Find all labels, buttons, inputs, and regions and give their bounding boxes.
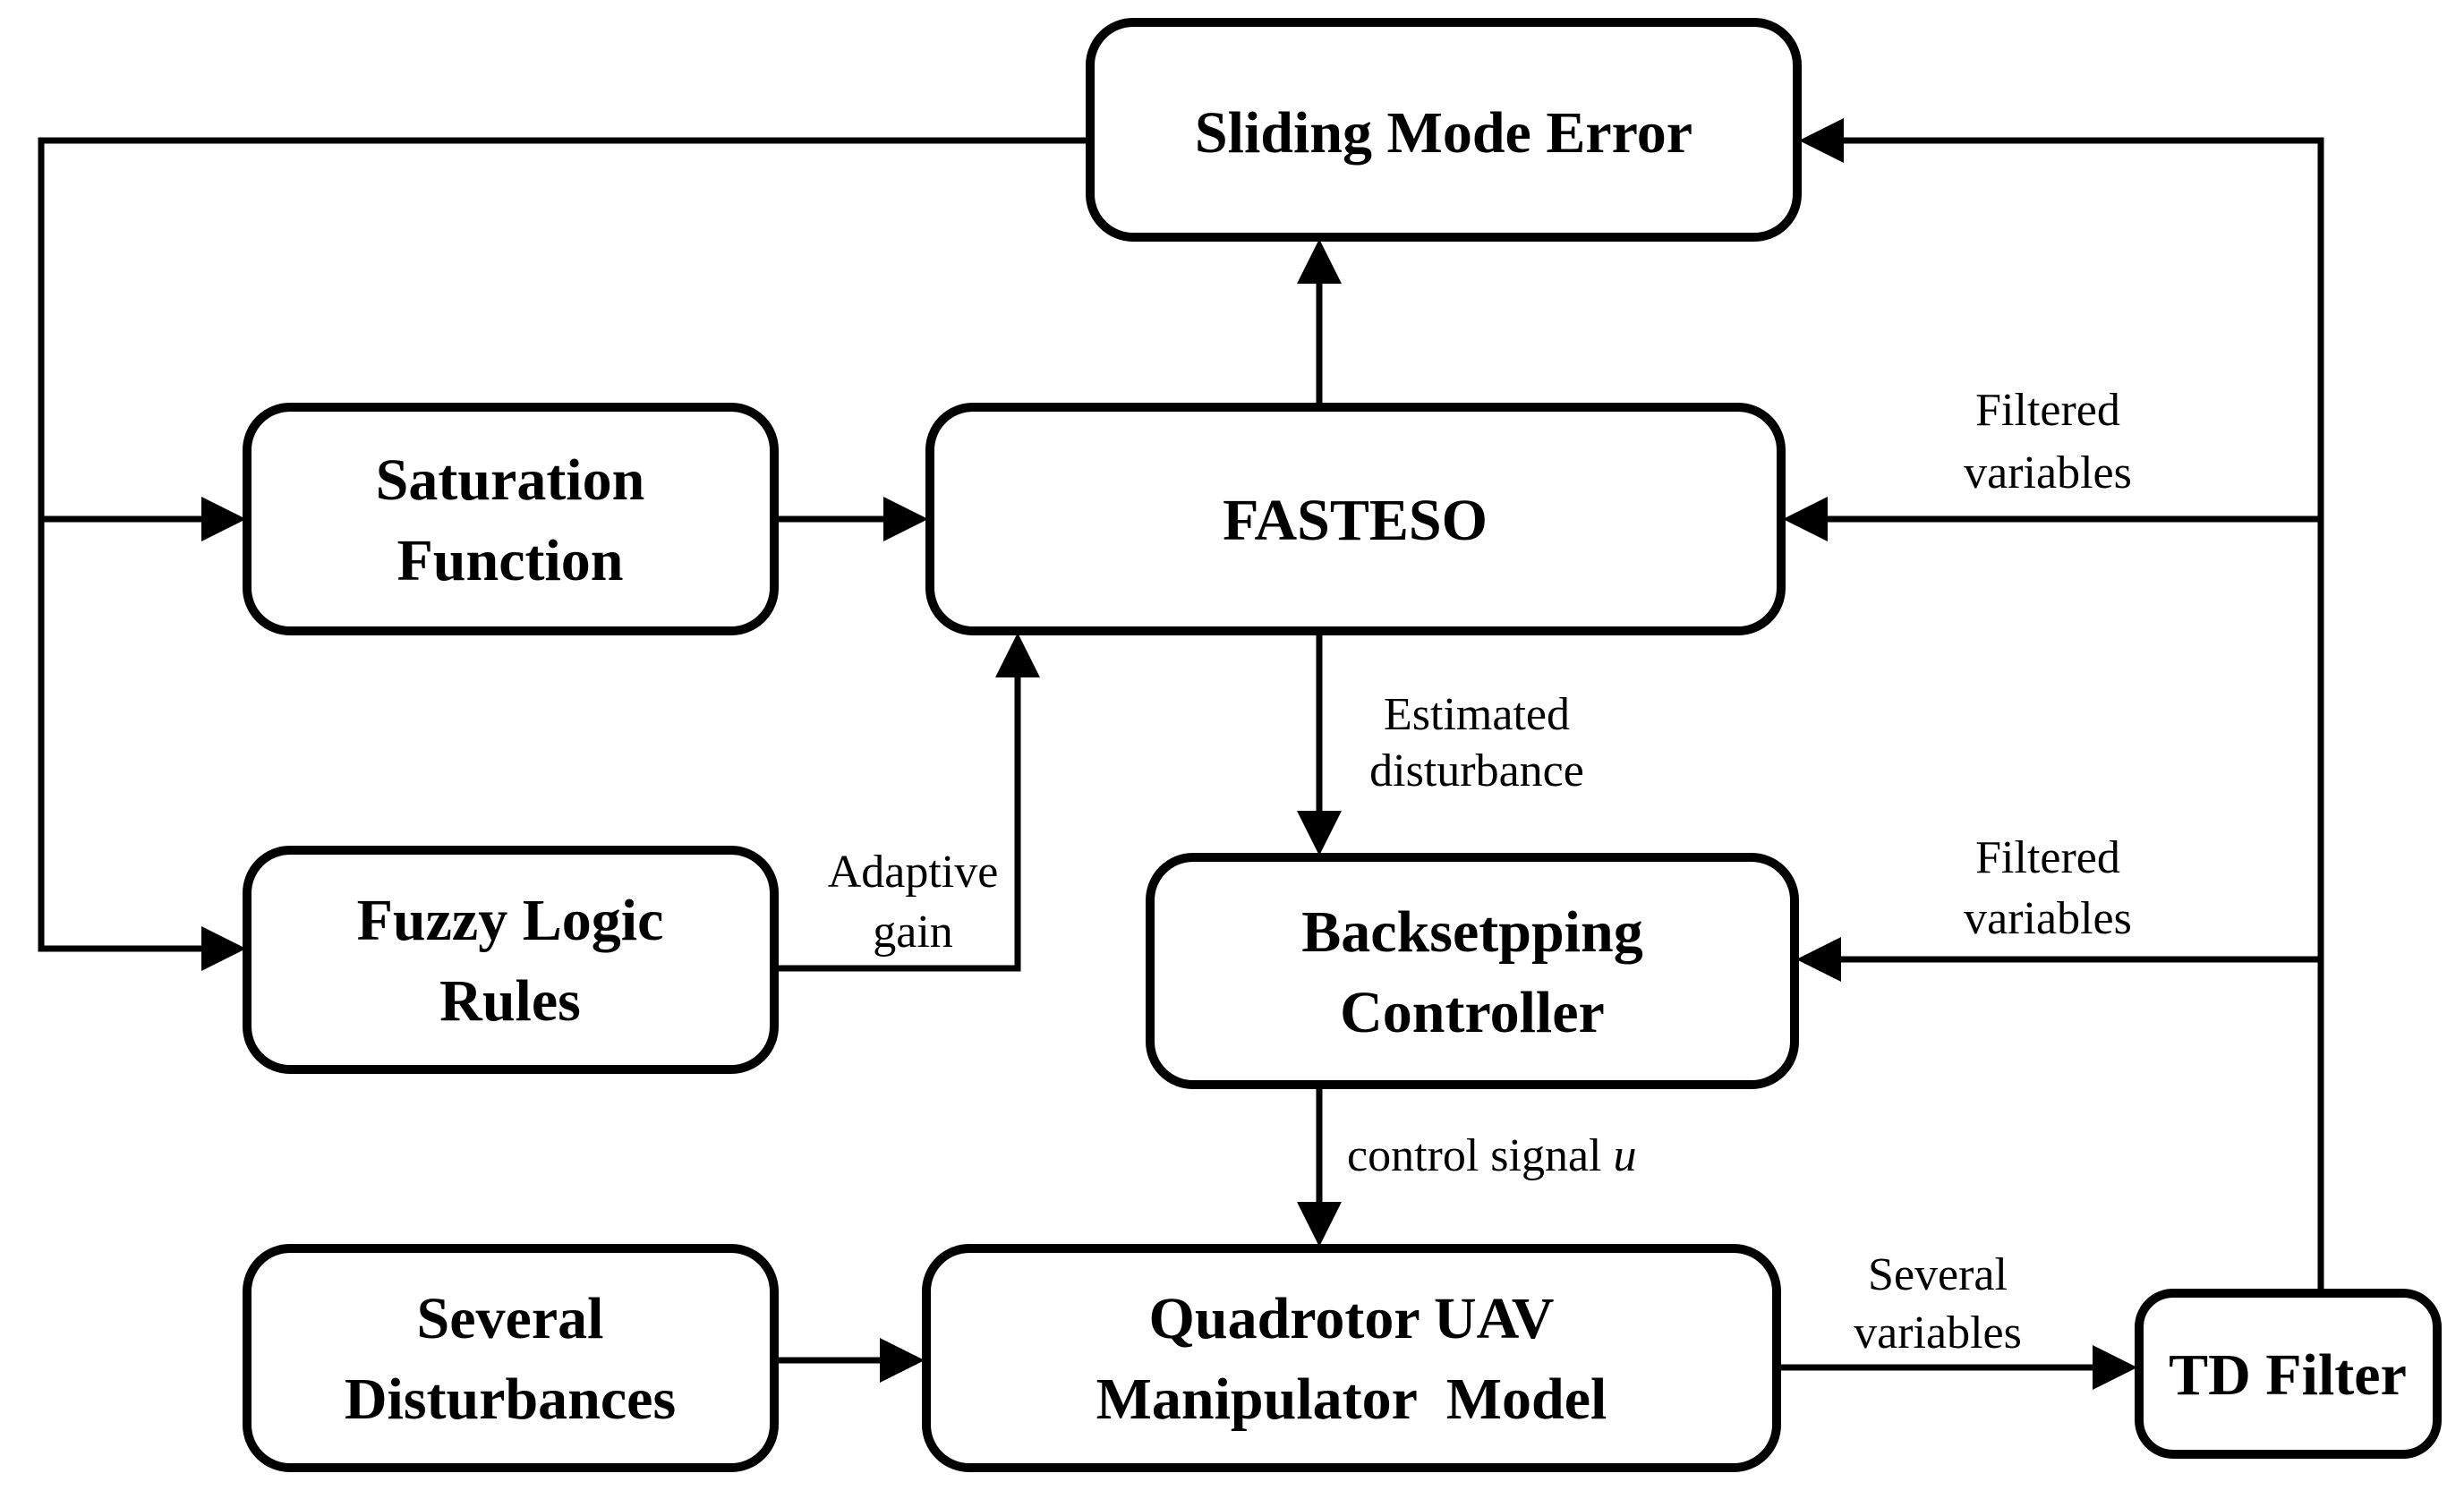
box-saturation-function-label-line1: Saturation [376, 447, 645, 513]
label-control-signal-text: control signal [1347, 1130, 1614, 1181]
edge-labels: Filtered variables Filtered variables Es… [828, 385, 2132, 1358]
label-filtered-variables-mid-line2: variables [1964, 893, 2132, 944]
box-backstepping-controller-label-line1: Backsetpping [1301, 899, 1642, 965]
box-fasteso-label: FASTESO [1223, 488, 1488, 553]
box-backstepping-controller: Backsetpping Controller [1146, 853, 1799, 1089]
box-sliding-mode-error-label: Sliding Mode Error [1195, 100, 1692, 166]
box-quadrotor-uav-manipulator-model-shape [922, 1244, 1781, 1472]
label-estimated-disturbance-line1: Estimated [1384, 689, 1570, 740]
box-fuzzy-logic-rules: Fuzzy Logic Rules [243, 846, 779, 1074]
box-sliding-mode-error-shape [1086, 18, 1802, 242]
box-fasteso: FASTESO [925, 403, 1786, 635]
edge-fuzzy-adaptive-gain-to-fasteso [774, 633, 1040, 972]
edge-td-filter-feedback-right-rail [1799, 118, 2324, 1293]
label-adaptive-gain-line2: gain [873, 907, 953, 958]
edge-error-feedback-left-rail [38, 137, 1090, 971]
box-fuzzy-logic-rules-shape [243, 846, 779, 1074]
box-saturation-function-shape [243, 403, 779, 635]
box-fuzzy-logic-rules-label-line2: Rules [439, 968, 581, 1034]
label-filtered-variables-mid-line1: Filtered [1975, 832, 2120, 883]
box-several-disturbances-label-line1: Several [417, 1286, 604, 1351]
box-fasteso-shape [925, 403, 1786, 635]
label-several-variables-line1: Several [1868, 1249, 2008, 1300]
box-quadrotor-uav-manipulator-model: Quadrotor UAV Manipulator Model [922, 1244, 1781, 1472]
label-estimated-disturbance-line2: disturbance [1369, 745, 1584, 796]
label-filtered-variables-top-line2: variables [1964, 447, 2132, 498]
box-fuzzy-logic-rules-label-line1: Fuzzy Logic [357, 888, 664, 953]
box-td-filter: TD Filter [2135, 1289, 2442, 1459]
box-backstepping-controller-shape [1146, 853, 1799, 1089]
label-control-signal-u: control signal u [1347, 1130, 1637, 1181]
box-quadrotor-label-line1: Quadrotor UAV [1149, 1286, 1555, 1351]
box-td-filter-label: TD Filter [2169, 1342, 2407, 1408]
label-control-signal-symbol: u [1614, 1130, 1637, 1181]
label-adaptive-gain-line1: Adaptive [828, 847, 999, 898]
edges [38, 118, 2324, 1390]
label-several-variables-line2: variables [1854, 1307, 2022, 1358]
label-filtered-variables-top-line1: Filtered [1975, 385, 2120, 436]
box-several-disturbances-shape [243, 1244, 779, 1472]
box-sliding-mode-error: Sliding Mode Error [1086, 18, 1802, 242]
box-saturation-function-label-line2: Function [396, 528, 623, 593]
box-several-disturbances: Several Disturbances [243, 1244, 779, 1472]
box-quadrotor-label-line2: Manipulator Model [1096, 1367, 1607, 1432]
box-td-filter-shape [2135, 1289, 2442, 1459]
box-saturation-function: Saturation Function [243, 403, 779, 635]
box-backstepping-controller-label-line2: Controller [1340, 980, 1605, 1045]
box-several-disturbances-label-line2: Disturbances [345, 1367, 676, 1432]
